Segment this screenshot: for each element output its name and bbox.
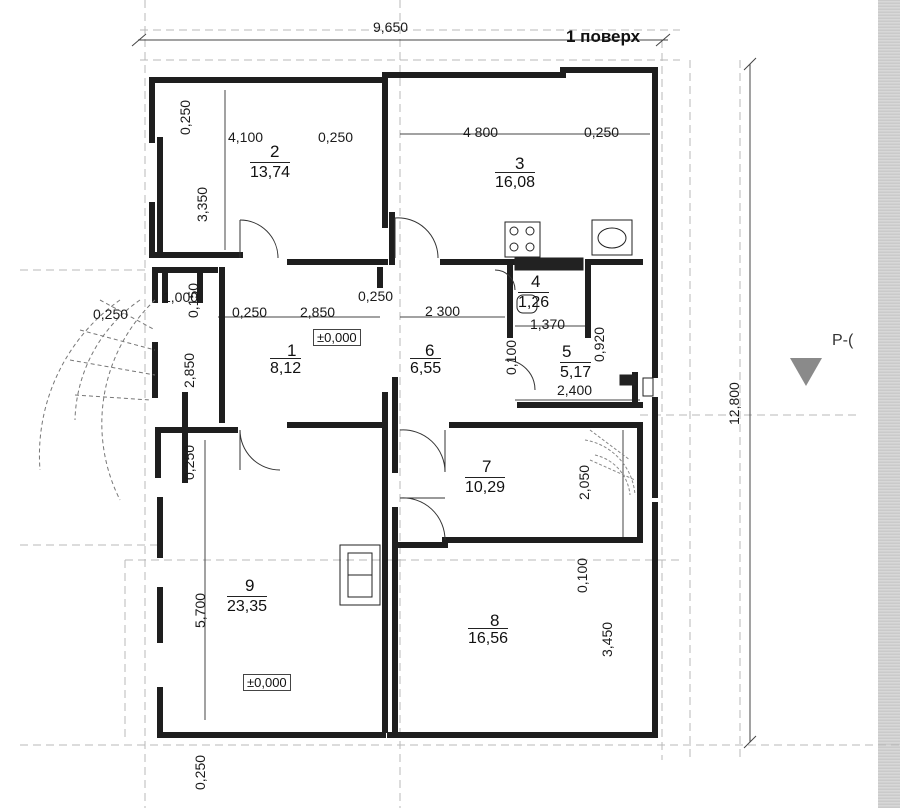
dim-0150: 0,150: [185, 282, 201, 318]
dim-2850-horizontal: 2,850: [300, 304, 336, 320]
room-9-number: 9: [245, 576, 255, 595]
walls: [149, 67, 658, 738]
room-8-area: 16,56: [468, 628, 509, 647]
dim-0100-room8: 0,100: [574, 557, 590, 593]
room-7-area: 10,29: [465, 477, 506, 496]
dim-2050: 2,050: [576, 464, 592, 500]
dim-0250-mid: 0,250: [232, 304, 268, 320]
dim-3350: 3,350: [194, 186, 210, 222]
room-2-area: 13,74: [250, 162, 291, 181]
dim-0250-room2: 0,250: [318, 129, 354, 145]
porch-steps: [38, 299, 156, 501]
floor-title: 1 поверх: [566, 27, 641, 46]
section-arrow-icon: [790, 358, 822, 386]
dim-0250-outside: 0,250: [93, 306, 129, 322]
room-3-number: 3: [515, 154, 525, 173]
dim-4100: 4,100: [228, 129, 264, 145]
room-4-area: 1,26: [518, 292, 550, 311]
dim-total-width: 9,650: [373, 19, 409, 35]
room-1-number: 1: [287, 341, 297, 360]
dim-3450: 3,450: [599, 621, 615, 657]
dim-0100-vertical: 0,100: [503, 339, 519, 375]
dim-0250-top-left: 0,250: [177, 99, 193, 135]
fixtures: [339, 219, 654, 606]
room-3-area: 16,08: [495, 172, 536, 191]
room-7-number: 7: [482, 457, 492, 476]
dim-2300: 2 300: [425, 303, 461, 319]
dim-0250-corridor: 0,250: [358, 288, 394, 304]
dim-2400: 2,400: [557, 382, 593, 398]
section-mark: Р-(: [832, 332, 854, 349]
dim-2850-vertical: 2,850: [181, 352, 197, 388]
level-mark-room9: ±0,000: [243, 674, 291, 691]
grid-lines: [20, 0, 900, 808]
room-4-number: 4: [531, 272, 541, 291]
room-5-area: 5,17: [560, 362, 592, 381]
dim-1370: 1,370: [530, 316, 566, 332]
level-mark-hall: ±0,000: [313, 329, 361, 346]
dim-1000: 1,000: [163, 289, 199, 305]
dim-5700: 5,700: [192, 592, 208, 628]
dim-0920: 0,920: [591, 326, 607, 362]
door-swings: [239, 217, 536, 541]
dim-total-height: 12,800: [726, 382, 742, 425]
room-8-number: 8: [490, 611, 500, 630]
room-6-area: 6,55: [410, 358, 442, 377]
room-2-number: 2: [270, 142, 280, 161]
scan-edge: [878, 0, 900, 808]
dim-0250-left: 0,250: [181, 444, 197, 480]
room-5-number: 5: [562, 342, 572, 361]
room-9-area: 23,35: [227, 596, 268, 615]
stair: [584, 429, 636, 496]
dim-4800: 4 800: [463, 124, 499, 140]
room-1-area: 8,12: [270, 358, 302, 377]
dim-0250-bottom: 0,250: [192, 754, 208, 790]
dim-0250-room3: 0,250: [584, 124, 620, 140]
dimension-lines: [131, 33, 757, 749]
room-6-number: 6: [425, 341, 435, 360]
